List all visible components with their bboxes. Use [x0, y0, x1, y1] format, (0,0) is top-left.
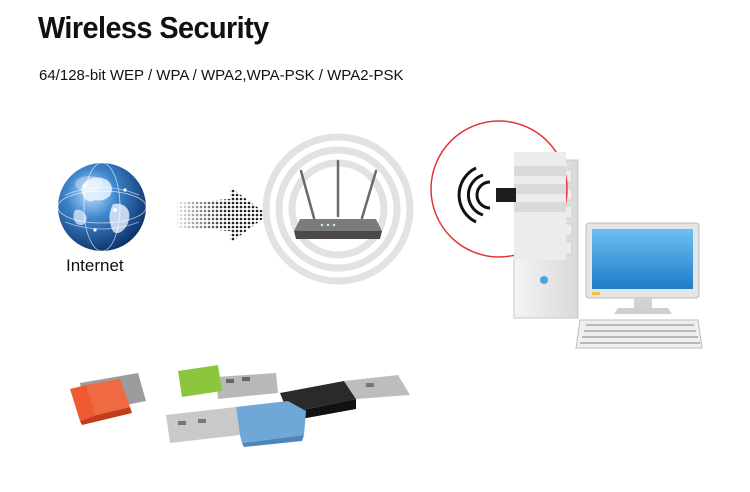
security-modes-subtitle: 64/128-bit WEP / WPA / WPA2,WPA-PSK / WP… [39, 67, 404, 84]
arrow-icon [177, 187, 268, 243]
internet-label: Internet [66, 256, 124, 275]
usb-adapter-icon [70, 365, 410, 447]
globe-icon [57, 162, 147, 252]
router-icon [262, 133, 414, 285]
page-title: Wireless Security [38, 10, 269, 45]
wifi-signal-icon [430, 120, 568, 260]
